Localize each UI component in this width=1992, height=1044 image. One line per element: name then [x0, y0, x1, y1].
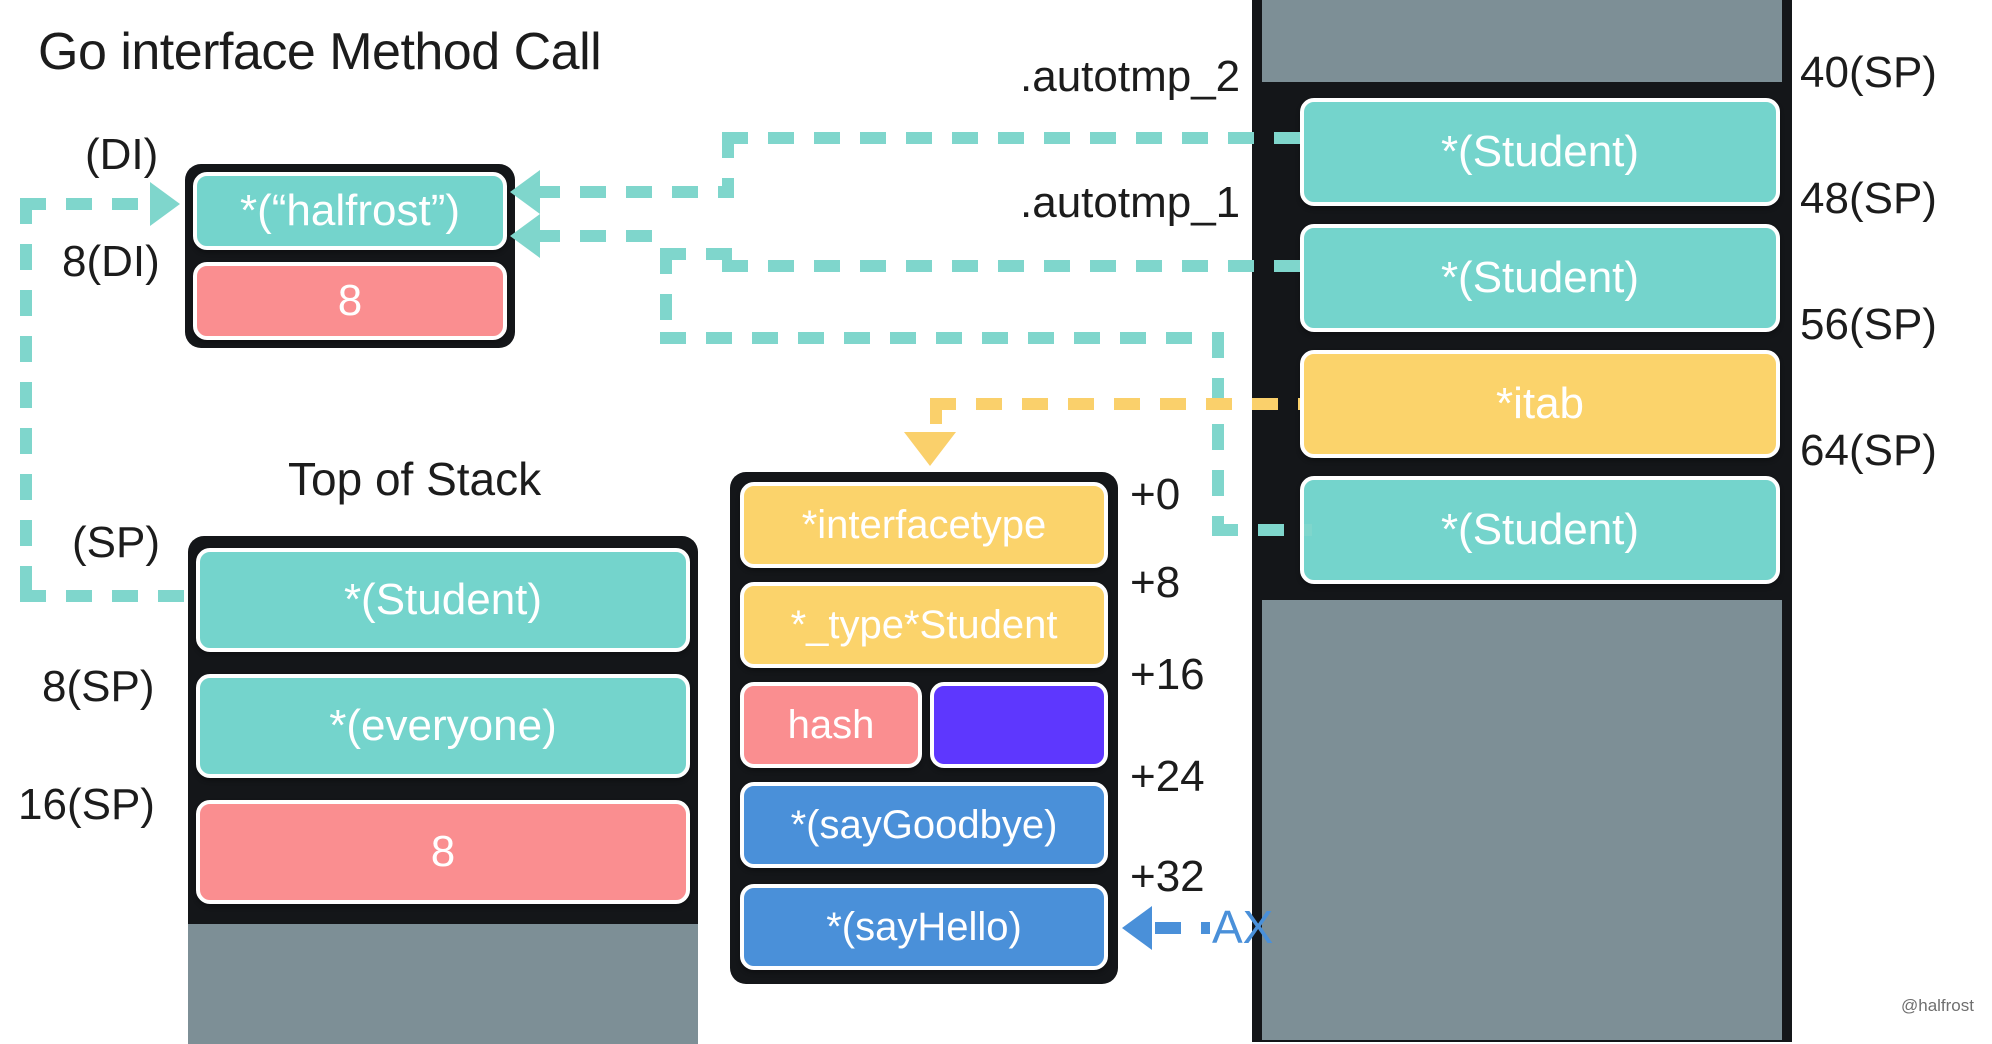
ax-dash-line	[1155, 922, 1210, 934]
left-stack-cell-everyone-text: *(everyone)	[329, 701, 557, 750]
right-stack-cell-itab-text: *itab	[1495, 379, 1585, 428]
di-cell-eight: 8	[193, 262, 507, 340]
itab-offset-32: +32	[1130, 852, 1205, 901]
right-stack-cell-student: *(Student)	[1300, 476, 1780, 584]
itab-offset-16: +16	[1130, 650, 1205, 699]
left-stack-cell-eight: 8	[196, 800, 690, 904]
itab-row-hash: hash	[740, 682, 922, 768]
itab-offset-24: +24	[1130, 752, 1205, 801]
di-cell-eight-text: 8	[337, 276, 363, 325]
connector-autotmp1-arrowhead	[510, 214, 540, 258]
right-stack-cell-filler-top	[1262, 0, 1782, 82]
connector-autotmp1-to-di	[534, 230, 670, 242]
right-stack-label-64sp: 64(SP)	[1800, 426, 1937, 475]
connector-autotmp2-vertical	[722, 132, 734, 198]
right-stack-cell-autotmp1: *(Student)	[1300, 224, 1780, 332]
connector-autotmp2-arrowhead	[510, 170, 540, 214]
itab-row-sayhello: *(sayHello)	[740, 884, 1108, 970]
connector-autotmp1-horizontal	[722, 260, 1300, 272]
ax-arrowhead	[1122, 906, 1152, 950]
left-stack-cell-student-text: *(Student)	[343, 575, 543, 624]
right-stack-cell-itab: *itab	[1300, 350, 1780, 458]
di-label-bottom: 8(DI)	[62, 237, 160, 286]
left-stack-cell-everyone: *(everyone)	[196, 674, 690, 778]
right-stack-label-40sp: 40(SP)	[1800, 48, 1937, 97]
connector-student64-h2	[660, 332, 1220, 344]
connector-autotmp1-vertical	[660, 248, 672, 336]
page-title: Go interface Method Call	[38, 23, 602, 81]
connector-autotmp2-to-di	[534, 186, 734, 198]
itab-row-sayhello-text: *(sayHello)	[826, 904, 1022, 949]
right-stack-cell-filler-bottom	[1262, 600, 1782, 1040]
connector-di-to-stack-arrowhead	[150, 182, 180, 226]
right-stack-cell-autotmp1-text: *(Student)	[1440, 253, 1640, 302]
left-stack-cell-eight-text: 8	[430, 827, 456, 876]
itab-row-saygoodbye: *(sayGoodbye)	[740, 782, 1108, 868]
watermark: @halfrost	[1900, 996, 1974, 1015]
left-stack-label-8sp: 8(SP)	[42, 662, 155, 711]
connector-autotmp2-horizontal	[722, 132, 1300, 144]
left-stack-heading: Top of Stack	[288, 453, 542, 505]
connector-autotmp1-mid	[660, 248, 734, 260]
left-stack-label-16sp: 16(SP)	[18, 780, 155, 829]
left-stack-label-sp: (SP)	[72, 518, 160, 567]
ax-register-label: AX	[1212, 901, 1274, 953]
label-autotmp-1: .autotmp_1	[1020, 178, 1241, 227]
connector-itab-horizontal	[930, 398, 1300, 410]
right-stack-cell-autotmp2: *(Student)	[1300, 98, 1780, 206]
right-stack-label-48sp: 48(SP)	[1800, 174, 1937, 223]
di-cell-halfrost: *(“halfrost”)	[193, 172, 507, 250]
di-cell-halfrost-text: *(“halfrost”)	[239, 186, 461, 235]
itab-row-interfacetype-text: *interfacetype	[801, 502, 1047, 547]
connector-di-to-stack-top	[20, 198, 150, 210]
itab-row-hash-text: hash	[787, 702, 875, 747]
right-stack-cell-student-text: *(Student)	[1440, 505, 1640, 554]
left-stack-cell-student: *(Student)	[196, 548, 690, 652]
left-stack-cell-filler	[188, 924, 698, 1044]
itab-offset-0: +0	[1130, 470, 1181, 519]
connector-itab-arrowhead	[904, 432, 956, 466]
connector-di-to-stack-vertical	[20, 198, 32, 602]
itab-row-interfacetype: *interfacetype	[740, 482, 1108, 568]
right-stack-label-56sp: 56(SP)	[1800, 300, 1937, 349]
itab-row-saygoodbye-text: *(sayGoodbye)	[790, 802, 1058, 847]
connector-itab-vertical	[930, 398, 942, 436]
di-label-top: (DI)	[85, 130, 159, 179]
label-autotmp-2: .autotmp_2	[1020, 52, 1241, 101]
itab-row-hash-pad	[930, 682, 1108, 768]
connector-student64-v1	[1212, 332, 1224, 530]
connector-student64-h1	[1212, 524, 1312, 536]
itab-offset-8: +8	[1130, 558, 1181, 607]
connector-di-to-stack-bottom	[20, 590, 196, 602]
itab-row-type-student: *_type*Student	[740, 582, 1108, 668]
right-stack-cell-autotmp2-text: *(Student)	[1440, 127, 1640, 176]
itab-row-type-student-text: *_type*Student	[790, 602, 1058, 647]
